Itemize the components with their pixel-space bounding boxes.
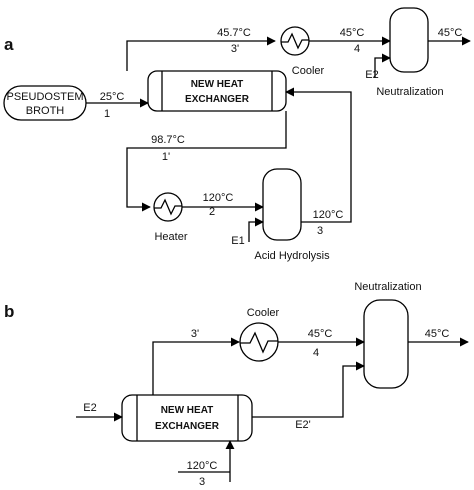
cooler-a-coil-icon	[281, 32, 309, 50]
heat-exchanger-b	[121, 394, 253, 442]
stream-1p-line	[126, 111, 287, 212]
product-temp-b: 45°C	[425, 328, 450, 340]
neutralization-b-label: Neutralization	[354, 281, 421, 293]
exchanger-a-label-line1: NEW HEAT	[191, 79, 244, 90]
stream-2-temp: 120°C	[203, 192, 234, 204]
stream-3-b-id: 3	[199, 476, 205, 488]
feed-label-line1: PSEUDOSTEM	[6, 91, 83, 103]
heater-label: Heater	[154, 231, 187, 243]
stream-3-b-temp: 120°C	[187, 460, 218, 472]
e1-label: E1	[231, 235, 244, 247]
cooler-b-label: Cooler	[247, 307, 280, 319]
stream-3p-b-line	[152, 337, 240, 395]
stream-4-b-id: 4	[313, 347, 319, 359]
heat-exchanger-a	[147, 70, 287, 112]
acid-hydrolysis-vessel	[262, 168, 302, 241]
stream-1-temp: 25°C	[100, 91, 125, 103]
cooler-a-label: Cooler	[292, 65, 325, 77]
stream-1p-id: 1'	[162, 151, 170, 163]
panel-b-label: b	[4, 302, 14, 321]
e2p-label: E2'	[295, 419, 311, 431]
stream-3p-id: 3'	[231, 43, 239, 55]
heater-coil-icon	[154, 198, 182, 216]
e2-inlet-label: E2	[83, 402, 96, 414]
stream-1p-temp: 98.7°C	[151, 134, 185, 146]
stream-3-temp: 120°C	[313, 209, 344, 221]
stream-4-id: 4	[354, 43, 360, 55]
exchanger-a-label-line2: EXCHANGER	[185, 94, 250, 105]
stream-3p-b-id: 3'	[191, 328, 199, 340]
neutralization-vessel-b	[363, 299, 409, 389]
e1-feed-line	[248, 217, 264, 242]
cooler-b-coil-icon	[240, 331, 278, 354]
stream-3p-line	[126, 36, 276, 71]
stream-1-id: 1	[104, 108, 110, 120]
stream-3-id: 3	[317, 225, 323, 237]
stream-4-temp: 45°C	[340, 27, 365, 39]
exchanger-b-label-line2: EXCHANGER	[155, 421, 220, 432]
product-temp-a: 45°C	[438, 27, 463, 39]
acid-hydrolysis-label: Acid Hydrolysis	[254, 250, 330, 262]
e2p-stream-line	[252, 361, 365, 418]
exchanger-b-label-line1: NEW HEAT	[161, 405, 214, 416]
e2-feed-a-line	[374, 53, 391, 78]
stream-3p-temp: 45.7°C	[217, 27, 251, 39]
stream-2-id: 2	[209, 206, 215, 218]
panel-a-label: a	[4, 35, 14, 54]
e2-label-a: E2	[365, 69, 378, 81]
neutralization-a-label: Neutralization	[376, 86, 443, 98]
neutralization-vessel-a	[389, 7, 429, 73]
stream-3-line	[285, 87, 352, 223]
feed-label-line2: BROTH	[26, 105, 65, 117]
stream-4-b-temp: 45°C	[308, 328, 333, 340]
